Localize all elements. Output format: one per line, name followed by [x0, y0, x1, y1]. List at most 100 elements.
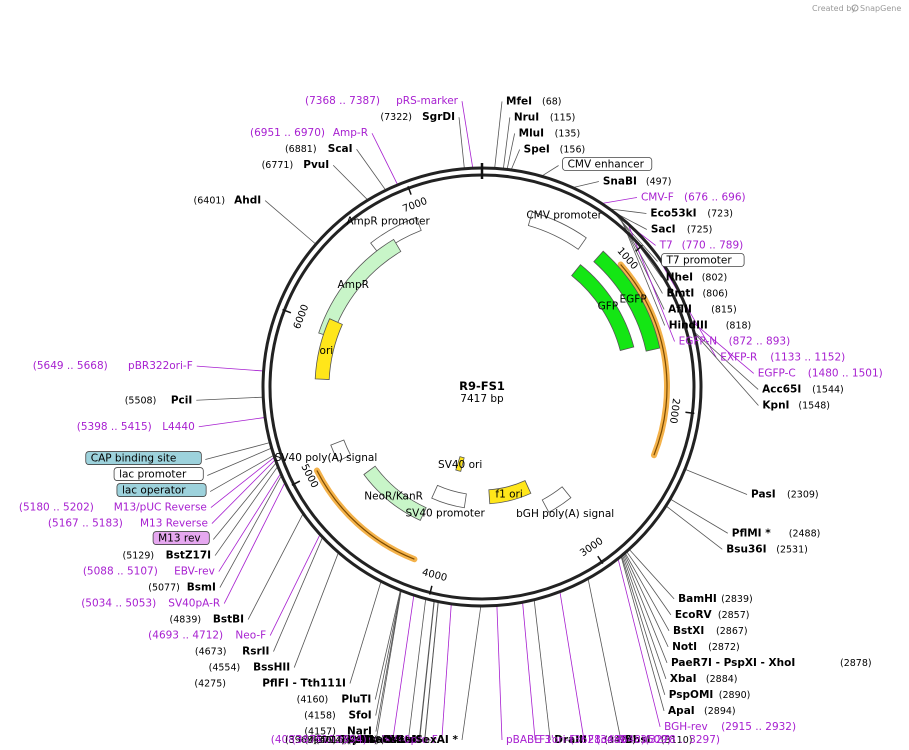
site-pbr322ori-f[interactable]: pBR322ori-F(5649 .. 5668) — [33, 360, 193, 372]
site-apai[interactable]: ApaI(2894) — [668, 705, 736, 717]
site-pflfi-tth111i[interactable]: PflFI - Tth111I(4275) — [194, 678, 346, 690]
site-pvui[interactable]: PvuI(6771) — [262, 159, 330, 171]
site-pasi[interactable]: PasI(2309) — [751, 488, 819, 500]
site-pbabe-3[interactable]: pBABE 3'(3628 .. 3648) — [506, 734, 645, 746]
site-xbai[interactable]: XbaI(2884) — [670, 673, 738, 685]
site-label: RsrII — [242, 646, 269, 658]
site-kpni[interactable]: KpnI(1548) — [762, 399, 830, 411]
site-label: StuI — [397, 734, 421, 746]
site-sgrdi[interactable]: SgrDI(7322) — [380, 111, 455, 123]
site-prs-marker[interactable]: pRS-marker(7368 .. 7387) — [305, 95, 459, 107]
site-label: ScaI — [328, 143, 353, 155]
site-position: (4673) — [195, 647, 227, 658]
site-sv40pa-r[interactable]: SV40pA-R(5034 .. 5053) — [81, 598, 220, 610]
site-m13-rev[interactable]: M13 rev — [152, 531, 210, 545]
site-t7-promoter[interactable]: T7 promoter — [661, 253, 745, 267]
site-hindiii[interactable]: HindIII(818) — [669, 319, 752, 331]
site-draiii[interactable]: DraIII(3424) — [554, 734, 636, 746]
site-position: (770 .. 789) — [682, 239, 744, 251]
site-label: F1ori-F — [539, 734, 575, 746]
site-bsshii[interactable]: BssHII(4554) — [209, 662, 291, 674]
site-lac-operator[interactable]: lac operator — [116, 483, 207, 497]
site-label: L4440 — [162, 421, 195, 433]
site-bamhi[interactable]: BamHI(2839) — [678, 593, 753, 605]
site-pflmi[interactable]: PflMI *(2488) — [732, 527, 821, 539]
site-pluti[interactable]: PluTI(4160) — [297, 694, 372, 706]
site-bsu36i[interactable]: Bsu36I(2531) — [726, 543, 808, 555]
site-bstbi[interactable]: BstBI(4839) — [169, 614, 244, 626]
site-m13-reverse[interactable]: M13 Reverse(5167 .. 5183) — [48, 518, 208, 530]
site-position: (4016) — [316, 735, 348, 746]
site-stui[interactable]: StuI(3946) — [353, 734, 421, 746]
site-csii-sexai[interactable]: CsiI - SexAI *(3714) — [313, 734, 458, 746]
site-spei[interactable]: SpeI(156) — [524, 143, 586, 155]
site-position: (4083 .. 4102) — [271, 734, 346, 746]
site-label: CMV enhancer — [568, 158, 645, 170]
site-l4440[interactable]: L4440 (5398 .. 5415) — [77, 421, 195, 433]
site-ebv-rev[interactable]: EBV-rev(5088 .. 5107) — [83, 566, 215, 578]
site-ecorv[interactable]: EcoRV(2857) — [675, 609, 750, 621]
site-mlui[interactable]: MluI(135) — [519, 127, 581, 139]
tick-mark — [282, 308, 292, 314]
site-snabi[interactable]: SnaBI(497) — [603, 175, 672, 187]
site-saci[interactable]: SacI(725) — [651, 223, 713, 235]
site-egfp-c[interactable]: EGFP-C(1480 .. 1501) — [758, 367, 883, 379]
tick-label: 2000 — [667, 398, 681, 425]
site-lac-promoter[interactable]: lac promoter — [113, 467, 204, 481]
site-bsabi[interactable]: BsaBI *(4016) — [316, 734, 405, 746]
site-label: M13 Reverse — [140, 518, 208, 530]
site-cmv-f[interactable]: CMV-F(676 .. 696) — [641, 191, 746, 203]
feature-label-neor-kanr: NeoR/KanR — [364, 491, 423, 503]
site-m13-puc-reverse[interactable]: M13/pUC Reverse(5180 .. 5202) — [19, 502, 207, 514]
site-nrui[interactable]: NruI(115) — [514, 111, 576, 123]
site-avrii[interactable]: AvrII(3947) — [346, 734, 421, 746]
site-acc65i[interactable]: Acc65I(1544) — [762, 383, 844, 395]
site-label: BstBI — [213, 614, 244, 626]
site-bmti[interactable]: BmtI(806) — [666, 287, 728, 299]
snapgene-brand-text: SnapGene — [860, 4, 901, 13]
site-bbsi[interactable]: BbsI(3110) — [625, 734, 693, 746]
site-neo-f[interactable]: Neo-F(4693 .. 4712) — [148, 630, 266, 642]
leader-line — [375, 589, 402, 741]
site-aflii[interactable]: AflII(815) — [668, 303, 737, 315]
site-bgh-rev[interactable]: BGH-rev(2915 .. 2932) — [664, 721, 796, 733]
site-bstz17i[interactable]: BstZ17I(5129) — [122, 550, 211, 562]
site-position: (5398 .. 5415) — [77, 421, 152, 433]
site-nari[interactable]: NarI(4157) — [304, 726, 372, 738]
site-amp-r[interactable]: Amp-R(6951 .. 6970) — [250, 127, 368, 139]
site-scai[interactable]: ScaI(6881) — [285, 143, 353, 155]
site-cap-binding-site[interactable]: CAP binding site — [85, 451, 202, 465]
site-exfp-r[interactable]: EXFP-R(1133 .. 1152) — [720, 351, 845, 363]
site-ahdi[interactable]: AhdI(6401) — [194, 195, 262, 207]
site-pspomi[interactable]: PspOMI(2890) — [669, 689, 751, 701]
site-smai[interactable]: SmaI(3970) — [348, 734, 416, 746]
site-sfoi[interactable]: SfoI(4158) — [304, 710, 372, 722]
site-sv40pro-f[interactable]: SV40pro-F(3875 .. 3894) — [292, 734, 438, 746]
site-bsmi[interactable]: BsmI(5077) — [148, 582, 216, 594]
site-noti[interactable]: NotI(2872) — [672, 641, 740, 653]
site-neo-r[interactable]: Neo-R(4083 .. 4102) — [271, 734, 389, 746]
site-bstxi[interactable]: BstXI(2867) — [673, 625, 748, 637]
site-position: (4157) — [304, 727, 336, 738]
site-paer7i-pspxi-xhoi[interactable]: PaeR7I - PspXI - XhoI(2878) — [671, 657, 872, 669]
site-position: (3110) — [661, 735, 693, 746]
site-label: SpeI — [524, 143, 550, 155]
site-t7[interactable]: T7(770 .. 789) — [659, 239, 744, 251]
feature-sv40-ori — [455, 456, 465, 472]
site-f1ori-f[interactable]: F1ori-F(3488 .. 3509) — [539, 734, 671, 746]
site-eco53ki[interactable]: Eco53kI(723) — [650, 207, 733, 219]
site-cmv-enhancer[interactable]: CMV enhancer — [562, 157, 653, 171]
site-tspmi-xmai[interactable]: TspMI - XmaI(3968) — [285, 734, 416, 746]
feature-label-ori: ori — [320, 345, 334, 357]
site-position: (68) — [542, 96, 562, 107]
site-label: PasI — [751, 488, 776, 500]
site-kasi[interactable]: KasI(4156) — [305, 734, 373, 746]
site-egfp-n[interactable]: EGFP-N(872 .. 893) — [679, 335, 791, 347]
leader-line — [461, 101, 474, 170]
site-mfei[interactable]: MfeI(68) — [506, 95, 562, 107]
site-rsrii[interactable]: RsrII (4673) — [195, 646, 270, 658]
site-pcii[interactable]: PciI(5508) — [125, 394, 193, 406]
site-f1ori-r[interactable]: F1ori-R(3278 .. 3297) — [588, 734, 720, 746]
site-position: (4160) — [297, 695, 329, 706]
site-nhei[interactable]: NheI(802) — [666, 271, 728, 283]
